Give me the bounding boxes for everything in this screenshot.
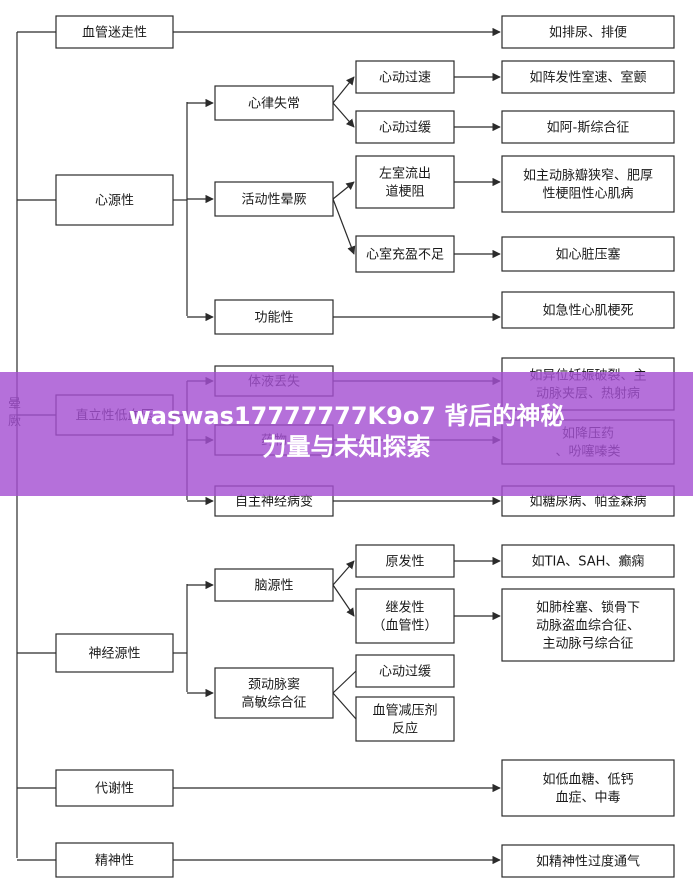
c4-sub-1: 颈动脉窦高敏综合征: [214, 667, 334, 719]
example-c2s1-1-text: 如阿-斯综合征: [547, 120, 630, 136]
c2s1-leaf-0-text: 心动过速: [379, 71, 431, 86]
c2s1-arrow-0: [332, 76, 355, 104]
example-c4s1-1: 如肺栓塞、锁骨下动脉盗血综合征、主动脉弓综合征: [501, 588, 675, 662]
c4s1-leaf-0-text: 原发性: [385, 554, 424, 570]
category-c4-text: 神经源性: [88, 647, 140, 662]
c4s1-leaf-1-frame: [355, 588, 455, 644]
example-c1: 如排尿、排便: [501, 15, 675, 49]
c2s2-leaf-1-text: 心室充盈不足: [366, 247, 444, 263]
category-c6-frame: [55, 842, 174, 878]
category-c4: 神经源性: [55, 633, 174, 673]
example-c2s2-1: 如心脏压塞: [501, 236, 675, 272]
example-c2s2-0-text: 如主动脉瓣狭窄、肥厚性梗阻性心肌病: [523, 168, 653, 202]
c4s2-leaf-0-frame: [355, 654, 455, 688]
example-c2s1-1: 如阿-斯综合征: [501, 110, 675, 144]
sub-c2s3-frame: [214, 299, 334, 335]
c2s2-arrow-0: [332, 181, 355, 200]
banner-title-line-2: 力量与未知探索: [262, 433, 431, 461]
category-c2-frame: [55, 174, 174, 226]
c4-sub-1-frame: [214, 667, 334, 719]
c2s2-leaf-0-frame: [355, 155, 455, 209]
example-c2s2-1-frame: [501, 236, 675, 272]
sub-c2s1-frame: [214, 85, 334, 121]
example-c1-text: 如排尿、排便: [549, 25, 627, 41]
c4-sub-0-text: 脑源性: [254, 579, 293, 594]
c2s1-leaf-1: 心动过缓: [355, 110, 455, 144]
c2s2-leaf-1: 心室充盈不足: [355, 235, 455, 273]
example-c6-frame: [501, 844, 675, 878]
c2s2-leaf-0: 左室流出道梗阻: [355, 155, 455, 209]
example-c2s1-0: 如阵发性室速、室颤: [501, 60, 675, 94]
sub-c2s2-frame: [214, 181, 334, 217]
c4-sub-0: 脑源性: [214, 568, 334, 602]
example-c2s2-0: 如主动脉瓣狭窄、肥厚性梗阻性心肌病: [501, 155, 675, 213]
category-c6-text: 精神性: [95, 854, 134, 869]
c4s2-leaf-1-text: 血管减压剂反应: [372, 704, 437, 737]
example-c6: 如精神性过度通气: [501, 844, 675, 878]
example-c4s1-0-frame: [501, 544, 675, 578]
example-c4s1-1-frame: [501, 588, 675, 662]
c2s1-leaf-0-frame: [355, 60, 455, 94]
watermark-banner: [0, 372, 693, 496]
category-c5-text: 代谢性: [95, 781, 134, 797]
example-c5-frame: [501, 759, 675, 817]
example-c4s1-1-text: 如肺栓塞、锁骨下动脉盗血综合征、主动脉弓综合征: [536, 600, 640, 652]
c2s2-leaf-1-frame: [355, 235, 455, 273]
category-c2: 心源性: [55, 174, 174, 226]
c4s1-leaf-1-text: 继发性（血管性）: [372, 600, 437, 634]
c4-sub-0-frame: [214, 568, 334, 602]
banner-title-line-1: waswas17777777K9o7 背后的神秘: [128, 402, 565, 430]
example-c2s3: 如急性心肌梗死: [501, 291, 675, 329]
category-c2-text: 心源性: [95, 194, 134, 209]
c2s1-leaf-0: 心动过速: [355, 60, 455, 94]
example-c4s1-0-text: 如TIA、SAH、癫痫: [532, 554, 645, 570]
c4s2-leaf-0-text: 心动过缓: [379, 665, 431, 680]
sub-c2s2-text: 活动性晕厥: [241, 193, 306, 208]
c3-sub-2-text: 自主神经病变: [235, 494, 313, 510]
example-c2s2-1-text: 如心脏压塞: [555, 247, 620, 263]
category-c1-text: 血管迷走性: [82, 26, 147, 41]
example-c2s3-frame: [501, 291, 675, 329]
example-c3-2-text: 如糖尿病、帕金森病: [529, 494, 646, 510]
c4s1-leaf-0: 原发性: [355, 544, 455, 578]
category-c4-frame: [55, 633, 174, 673]
c4s1-leaf-0-frame: [355, 544, 455, 578]
example-c4s1-0: 如TIA、SAH、癫痫: [501, 544, 675, 578]
c4s1-arrow-1: [332, 584, 355, 617]
category-c5: 代谢性: [55, 769, 174, 807]
c4s2-link-1: [332, 692, 357, 720]
c4s2-link-0: [332, 670, 357, 694]
example-c6-text: 如精神性过度通气: [536, 854, 640, 870]
example-c2s1-1-frame: [501, 110, 675, 144]
c4-sub-1-text: 颈动脉窦高敏综合征: [241, 678, 306, 711]
sub-c2s1-text: 心律失常: [248, 97, 300, 112]
c4s2-leaf-1: 血管减压剂反应: [355, 696, 455, 742]
example-c1-frame: [501, 15, 675, 49]
sub-c2s3-text: 功能性: [254, 311, 293, 326]
category-c1-frame: [55, 15, 174, 49]
example-c5: 如低血糖、低钙血症、中毒: [501, 759, 675, 817]
category-c5-frame: [55, 769, 174, 807]
c4s2-leaf-0: 心动过缓: [355, 654, 455, 688]
sub-c2s3: 功能性: [214, 299, 334, 335]
c4s1-arrow-0: [332, 560, 355, 586]
example-c2s1-0-text: 如阵发性室速、室颤: [529, 70, 646, 86]
c2s1-leaf-1-text: 心动过缓: [379, 121, 431, 136]
example-c5-text: 如低血糖、低钙血症、中毒: [542, 772, 633, 806]
banner-title: waswas17777777K9o7 背后的神秘 力量与未知探索: [0, 401, 693, 463]
sub-c2s1: 心律失常: [214, 85, 334, 121]
category-c1: 血管迷走性: [55, 15, 174, 49]
category-c6: 精神性: [55, 842, 174, 878]
c2s2-arrow-1: [332, 198, 356, 255]
example-c2s1-0-frame: [501, 60, 675, 94]
c2s1-arrow-1: [332, 102, 355, 128]
c4s2-leaf-1-frame: [355, 696, 455, 742]
c4s1-leaf-1: 继发性（血管性）: [355, 588, 455, 644]
sub-c2s2: 活动性晕厥: [214, 181, 334, 217]
c2s1-leaf-1-frame: [355, 110, 455, 144]
example-c2s3-text: 如急性心肌梗死: [542, 303, 633, 319]
c2s2-leaf-0-text: 左室流出道梗阻: [379, 166, 431, 200]
example-c2s2-0-frame: [501, 155, 675, 213]
